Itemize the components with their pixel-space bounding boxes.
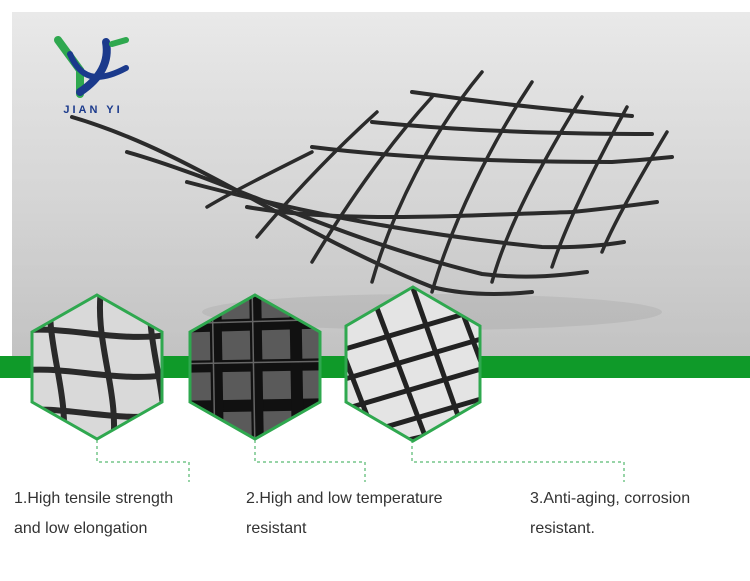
product-photo: JIAN YI (12, 12, 750, 364)
feature-2: 2.High and low temperature resistant (246, 484, 443, 544)
feature-1-line-2: and low elongation (14, 520, 148, 537)
detail-hexagon-3 (338, 284, 488, 443)
feature-1: 1.High tensile strength and low elongati… (14, 484, 173, 544)
grid-closeup-2 (188, 293, 322, 441)
feature-3-line-2: resistant. (530, 520, 595, 537)
feature-2-line-2: resistant (246, 520, 307, 537)
grid-closeup-1 (30, 293, 164, 441)
feature-3-line-1: 3.Anti-aging, corrosion (530, 490, 691, 507)
brand-logo: JIAN YI (50, 34, 136, 124)
geogrid-illustration (12, 12, 750, 364)
brand-name: JIAN YI (63, 104, 123, 116)
detail-hexagon-2 (180, 292, 330, 442)
feature-2-line-1: 2.High and low temperature (246, 490, 443, 507)
grid-closeup-3 (344, 285, 482, 443)
jianyi-logo-icon (54, 36, 129, 98)
feature-3: 3.Anti-aging, corrosion resistant. (530, 484, 690, 544)
detail-hexagon-1 (22, 292, 172, 442)
feature-1-line-1: 1.High tensile strength (14, 490, 174, 507)
